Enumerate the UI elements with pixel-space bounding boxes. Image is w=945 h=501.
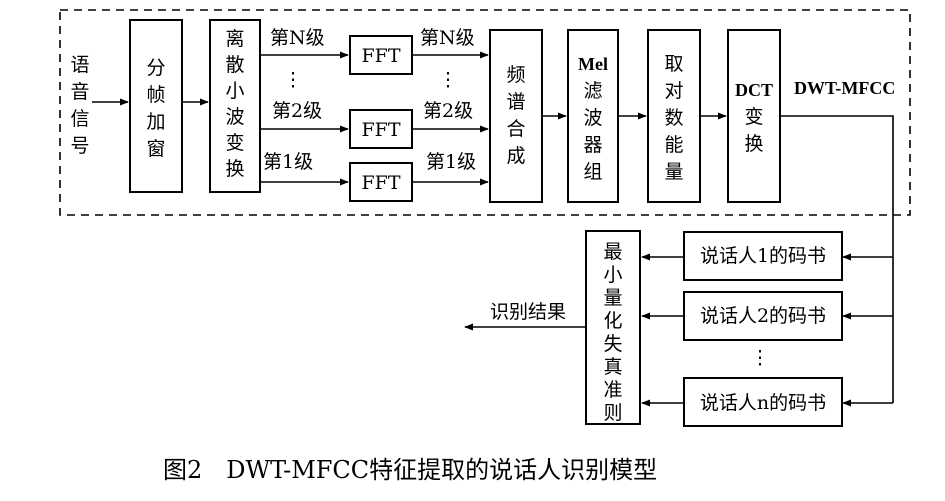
dwt-box: 离 散 小 波 变 换 (209, 19, 261, 193)
fft-box-2: FFT (349, 109, 413, 149)
svg-text:最: 最 (603, 241, 622, 263)
svg-text:离: 离 (225, 28, 244, 50)
svg-text:说话人2的码书: 说话人2的码书 (700, 305, 826, 327)
svg-text:真: 真 (603, 356, 622, 378)
svg-text:说话人n的码书: 说话人n的码书 (700, 392, 826, 414)
output-connector (780, 115, 894, 403)
svg-text:则: 则 (603, 402, 622, 424)
svg-text:数: 数 (664, 107, 683, 129)
svg-text:分: 分 (146, 57, 165, 79)
svg-text:号: 号 (70, 135, 89, 157)
svg-text:小: 小 (603, 264, 622, 286)
svg-text:信: 信 (70, 108, 89, 130)
framing-box: 分 帧 加 窗 (129, 19, 183, 193)
fft-box-n: FFT (349, 35, 413, 75)
level-n-label-left: 第N级 (270, 27, 325, 49)
svg-text:变: 变 (744, 106, 763, 128)
svg-text:对: 对 (664, 80, 683, 102)
input-label: 语 音 信 号 (70, 54, 89, 157)
svg-text:化: 化 (603, 310, 622, 332)
svg-text:散: 散 (225, 54, 244, 76)
svg-text:频: 频 (506, 64, 525, 86)
level-2-label-left: 第2级 (272, 100, 322, 122)
svg-text:DCT: DCT (735, 80, 773, 100)
svg-text:FFT: FFT (361, 172, 400, 194)
level-dots-left: ⋮ (284, 69, 303, 91)
level-n-label-right: 第N级 (420, 27, 475, 49)
svg-text:器: 器 (583, 134, 602, 156)
svg-text:成: 成 (506, 145, 525, 167)
svg-text:波: 波 (583, 107, 602, 129)
svg-text:合: 合 (506, 118, 525, 140)
svg-text:滤: 滤 (583, 80, 602, 102)
svg-text:组: 组 (583, 161, 602, 183)
svg-text:FFT: FFT (361, 45, 400, 67)
spectrum-box: 频 谱 合 成 (489, 29, 543, 203)
level-dots-right: ⋮ (439, 69, 458, 91)
vq-box: 最 小 量 化 失 真 准 则 (585, 230, 641, 425)
svg-text:Mel: Mel (578, 54, 608, 74)
log-energy-box: 取 对 数 能 量 (647, 29, 701, 203)
svg-text:量: 量 (664, 161, 683, 183)
svg-text:窗: 窗 (146, 138, 165, 160)
svg-text:准: 准 (603, 379, 622, 401)
level-1-label-left: 第1级 (263, 151, 313, 173)
svg-text:取: 取 (664, 53, 683, 75)
svg-text:变: 变 (225, 132, 244, 154)
codebook-n: 说话人n的码书 (683, 377, 843, 427)
svg-text:换: 换 (225, 158, 244, 180)
figure-caption: 图2 DWT-MFCC特征提取的说话人识别模型 (163, 456, 657, 484)
svg-text:FFT: FFT (361, 119, 400, 141)
dct-box: DCT 变 换 (727, 29, 781, 203)
svg-text:谱: 谱 (506, 91, 525, 113)
fft-box-1: FFT (349, 162, 413, 202)
svg-text:能: 能 (664, 134, 683, 156)
svg-text:说话人1的码书: 说话人1的码书 (700, 245, 826, 267)
output-label: DWT-MFCC (794, 78, 895, 98)
feature-extraction-region (59, 9, 911, 216)
mel-filter-box: Mel 滤 波 器 组 (567, 29, 619, 203)
svg-text:失: 失 (603, 333, 622, 355)
codebook-2: 说话人2的码书 (683, 291, 843, 341)
codebook-1: 说话人1的码书 (683, 231, 843, 281)
result-label: 识别结果 (490, 301, 566, 323)
svg-text:音: 音 (70, 81, 89, 103)
svg-text:波: 波 (225, 106, 244, 128)
svg-text:换: 换 (744, 133, 763, 155)
svg-text:量: 量 (603, 287, 622, 309)
svg-text:加: 加 (146, 111, 165, 133)
level-2-label-right: 第2级 (423, 100, 473, 122)
svg-text:帧: 帧 (146, 84, 165, 106)
codebook-dots: ⋮ (751, 347, 770, 369)
level-1-label-right: 第1级 (426, 151, 476, 173)
svg-text:小: 小 (225, 80, 244, 102)
svg-text:语: 语 (70, 54, 89, 76)
